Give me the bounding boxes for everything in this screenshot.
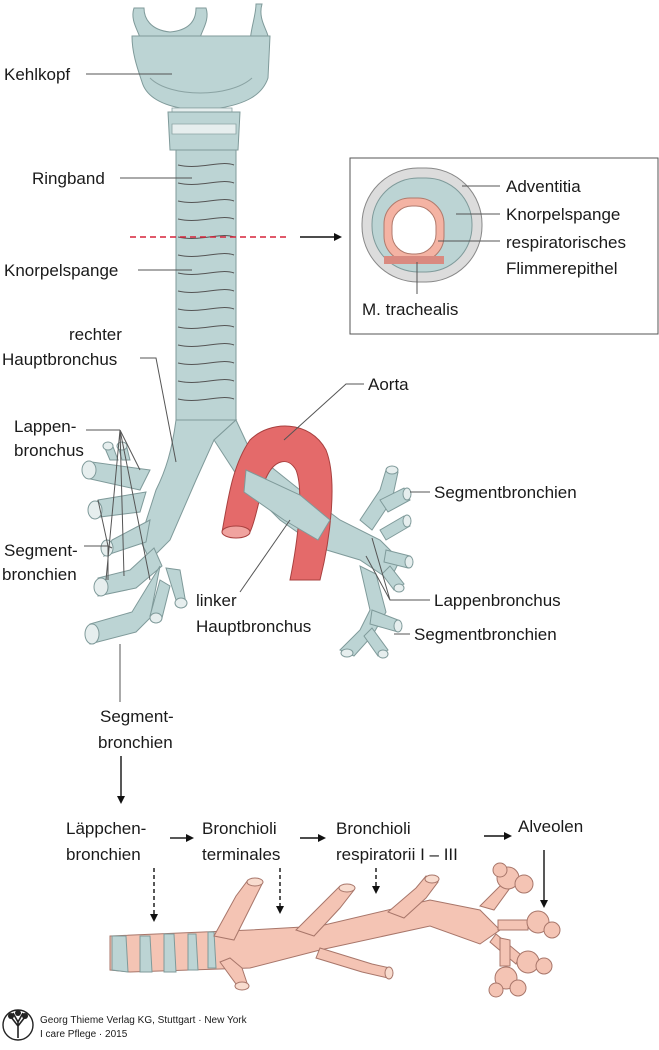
label-segment-right-bottom: Segmentbronchien	[414, 625, 557, 644]
credit-line2: I care Pflege · 2015	[40, 1029, 128, 1040]
arrowhead-segment-to-flow	[117, 796, 125, 804]
label-adventitia: Adventitia	[506, 177, 581, 196]
aorta	[221, 425, 333, 581]
flow-step1-line2: bronchien	[66, 845, 141, 864]
flow-step3-line1: Bronchioli	[336, 819, 411, 838]
label-kehlkopf: Kehlkopf	[4, 65, 70, 84]
flow-step2-line2: terminales	[202, 845, 280, 864]
label-rechter-2: Hauptbronchus	[2, 350, 117, 369]
label-rechter-1: rechter	[69, 325, 122, 344]
flow-step4: Alveolen	[518, 817, 583, 836]
label-respiratorisches: respiratorisches	[506, 233, 626, 252]
label-knorpelspange-inset: Knorpelspange	[506, 205, 620, 224]
label-linker-2: Hauptbronchus	[196, 617, 311, 636]
flow-arrowhead-3	[504, 832, 512, 840]
leader-segment-left	[84, 499, 113, 580]
pointer-step1-head	[150, 914, 158, 922]
bronchiole-openings	[234, 874, 440, 991]
pointer-step3-head	[372, 886, 380, 894]
label-segment-bottom-2: bronchien	[98, 733, 173, 752]
right-main-bronchus	[85, 419, 238, 645]
flow-step1-line1: Läppchen-	[66, 819, 146, 838]
label-flimmerepithel: Flimmerepithel	[506, 259, 617, 278]
flow-step3-line2: respiratorii I – III	[336, 845, 458, 864]
larynx	[131, 3, 271, 151]
trachea	[175, 149, 237, 421]
label-segment-left-2: bronchien	[2, 565, 77, 584]
flow-step2-line1: Bronchioli	[202, 819, 277, 838]
label-lappen-2: bronchus	[14, 441, 84, 460]
label-linker-1: linker	[196, 591, 237, 610]
tree-logo-icon	[2, 1009, 34, 1041]
label-segment-right-top: Segmentbronchien	[434, 483, 577, 502]
credit-line1: Georg Thieme Verlag KG, Stuttgart · New …	[40, 1015, 248, 1026]
flow-arrowhead-2	[318, 834, 326, 842]
pointer-step2-head	[276, 906, 284, 914]
left-bronchus-over-aorta	[243, 469, 331, 541]
label-m-trachealis: M. trachealis	[362, 300, 458, 319]
pointer-step4-head	[540, 900, 548, 908]
trachea-cross-section	[361, 167, 483, 283]
leader-aorta	[283, 383, 364, 441]
label-lappen-1: Lappen-	[14, 417, 76, 436]
flow-arrowhead-1	[186, 834, 194, 842]
label-lappen-right: Lappenbronchus	[434, 591, 561, 610]
leader-lappenbronchus-left	[86, 429, 151, 581]
leader-rechter-hauptbronchus	[140, 357, 177, 463]
label-segment-left-1: Segment-	[4, 541, 78, 560]
label-aorta: Aorta	[368, 375, 409, 394]
alveoli	[488, 862, 561, 998]
leader-linker-hauptbronchus	[239, 519, 291, 593]
label-knorpelspange: Knorpelspange	[4, 261, 118, 280]
leader-lappen-right	[365, 537, 430, 601]
section-arrowhead	[334, 233, 342, 241]
bronchiole-tree	[109, 875, 529, 987]
label-segment-bottom-1: Segment-	[100, 707, 174, 726]
right-bronchus-openings	[81, 441, 188, 645]
left-bronchus-openings	[340, 465, 414, 659]
label-ringband: Ringband	[32, 169, 105, 188]
